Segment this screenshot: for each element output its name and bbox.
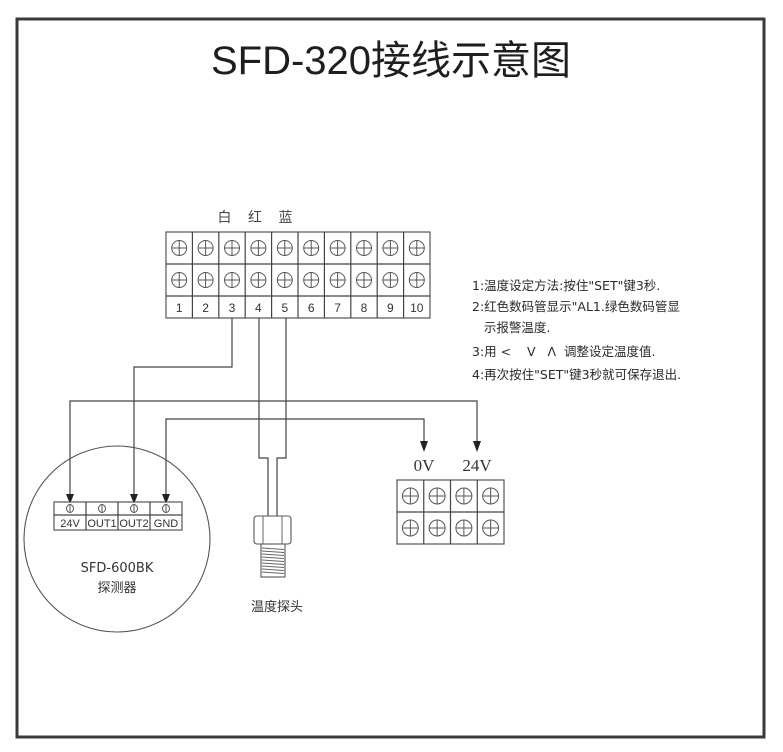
probe-cable-left — [258, 318, 269, 516]
terminal-number: 7 — [334, 301, 341, 315]
note-1: 1:温度设定方法:按住"SET"键3秒. — [472, 278, 660, 293]
thread-line — [261, 562, 285, 565]
thread-line — [261, 550, 285, 553]
arrow-gnd-detector — [162, 494, 170, 504]
terminal-number: 6 — [308, 301, 315, 315]
screw-icon — [401, 487, 419, 505]
wire-colors-label: 白 红 蓝 — [218, 210, 299, 226]
arrow-out2-detector — [130, 494, 138, 504]
terminal-number: 1 — [176, 301, 183, 315]
detector-name: 探测器 — [97, 581, 136, 596]
screw-icon — [197, 272, 214, 288]
page-title: SFD-320接线示意图 — [211, 39, 571, 83]
detector-terminal-label: OUT1 — [87, 518, 116, 530]
power-label-24v: 24V — [462, 456, 492, 475]
small-screw-icon — [66, 504, 74, 513]
thread-line — [261, 556, 285, 559]
screw-icon — [382, 240, 399, 256]
probe-nut — [253, 515, 292, 545]
screw-icon — [428, 519, 446, 537]
screw-icon — [455, 519, 473, 537]
screw-icon — [197, 240, 214, 256]
thread-line — [261, 547, 285, 550]
thread-line — [261, 571, 285, 574]
wire-0v — [165, 418, 425, 503]
thread-line — [261, 565, 285, 568]
note-2-cont: 示报警温度. — [472, 320, 550, 335]
screw-icon — [329, 240, 346, 256]
note-3: 3:用 < V Λ 调整设定温度值. — [472, 344, 655, 359]
small-screw-icon — [130, 504, 138, 513]
note-4: 4:再次按住"SET"键3秒就可保存退出. — [472, 367, 681, 382]
screw-icon — [382, 272, 399, 288]
main-terminal-block: 1 2 3 4 5 6 7 8 9 10 — [165, 231, 431, 319]
detector-terminal-label: GND — [154, 518, 179, 530]
detector-model: SFD-600BK — [81, 561, 154, 576]
thread-line — [261, 568, 285, 571]
arrow-24v-power — [473, 441, 481, 452]
screw-icon — [250, 240, 267, 256]
screw-icon — [482, 487, 500, 505]
screw-icon — [171, 272, 188, 288]
probe-label: 温度探头 — [251, 599, 303, 615]
power-label-0v: 0V — [414, 456, 436, 475]
terminal-number: 5 — [281, 301, 288, 315]
small-screw-icon — [98, 504, 106, 513]
screw-icon — [428, 487, 446, 505]
terminal-number: 2 — [202, 301, 209, 315]
detector-terminal-label: OUT2 — [119, 518, 148, 530]
instructions: 1:温度设定方法:按住"SET"键3秒. 2:红色数码管显示"AL1.绿色数码管… — [472, 278, 681, 382]
screw-icon — [408, 272, 425, 288]
screw-icon — [455, 487, 473, 505]
wire-24v — [69, 400, 478, 503]
arrow-0v-power — [420, 441, 428, 452]
terminal-number: 9 — [387, 301, 394, 315]
outer-frame — [15, 17, 766, 739]
terminal-number: 3 — [229, 301, 236, 315]
screw-icon — [250, 272, 267, 288]
screw-icon — [356, 272, 372, 288]
screw-icon — [276, 240, 293, 256]
screw-icon — [482, 519, 500, 537]
thread-line — [261, 553, 285, 556]
note-2: 2:红色数码管显示"AL1.绿色数码管显 — [472, 299, 680, 314]
probe-cable-right — [276, 318, 287, 516]
arrow-24v-detector — [66, 494, 74, 504]
detector-terminal-label: 24V — [60, 518, 80, 530]
screw-icon — [401, 519, 419, 537]
temperature-probe: 温度探头 — [251, 515, 303, 615]
power-terminal-block: 0V 24V — [396, 456, 505, 545]
screw-icon — [171, 240, 188, 256]
screw-icon — [224, 240, 240, 256]
detector-outline — [23, 445, 211, 633]
thread-line — [261, 559, 285, 562]
screw-icon — [356, 240, 372, 256]
screw-icon — [224, 272, 240, 288]
screw-icon — [276, 272, 293, 288]
terminal-number: 10 — [410, 301, 424, 315]
screw-icon — [303, 272, 320, 288]
screw-icon — [408, 240, 425, 256]
terminal-number: 8 — [361, 301, 368, 315]
wire-terminal3-to-out2 — [133, 318, 233, 503]
terminal-number: 4 — [255, 301, 262, 315]
screw-icon — [303, 240, 320, 256]
screw-icon — [329, 272, 346, 288]
small-screw-icon — [162, 504, 170, 513]
